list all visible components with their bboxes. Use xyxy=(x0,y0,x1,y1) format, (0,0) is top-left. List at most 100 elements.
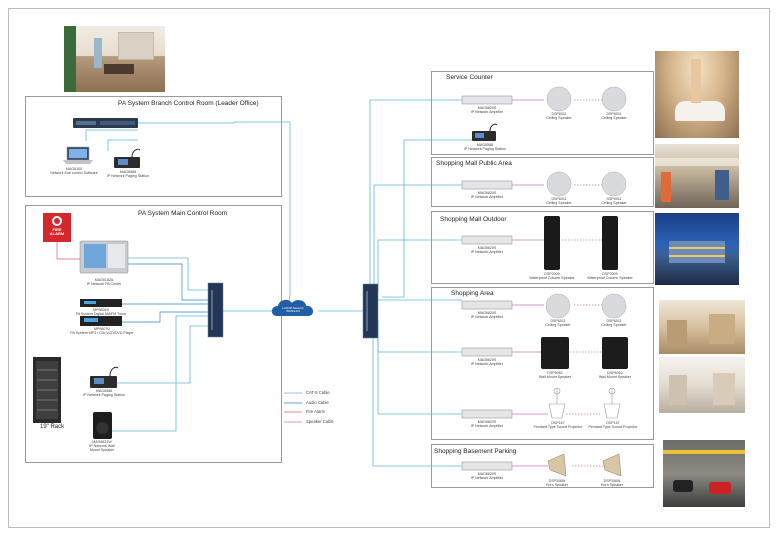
zone-title: Shopping Basement Parking xyxy=(434,448,517,455)
label-line: Pendant Type Sound Projector xyxy=(588,425,638,430)
label-line: IP Network Amplifier xyxy=(470,250,504,255)
zone-title: Shopping Mall Public Area xyxy=(436,160,512,167)
cat5-line xyxy=(377,328,462,415)
amp-label: MAG6820S IP Network Amplifier xyxy=(462,311,512,319)
cat5-line xyxy=(128,257,210,291)
legend-fire: Fire Alarm xyxy=(306,409,326,414)
pendant-top xyxy=(608,387,616,395)
label-line: Pendant Type Sound Projector xyxy=(533,425,583,430)
service-counter-photo xyxy=(655,51,739,138)
laptop-label: MAG6100 Network Sub control Software xyxy=(44,167,104,175)
speaker-label: DSP6011 Ceiling Speaker xyxy=(594,319,634,327)
label-line: IP Network Amplifier xyxy=(470,476,504,481)
label-line: PA System MP3 / CD/ VCD/DVD Player xyxy=(70,331,134,336)
label-line: IP Network Amplifier xyxy=(470,424,504,429)
speaker-cables xyxy=(512,99,604,467)
label-line: DSP6011 xyxy=(550,319,566,323)
label-line: DSP6011 xyxy=(551,112,567,116)
speaker-label: DSP2009 Waterproof Column Speaker xyxy=(582,272,638,280)
amp-label: MAG6820S IP Network Amplifier xyxy=(462,106,512,114)
branch-control-room-panel: PA System Branch Control Room (Leader Of… xyxy=(25,96,282,197)
label-line: MAG6820S xyxy=(477,358,497,362)
ceiling-speakers xyxy=(545,86,627,319)
label-line: Ceiling Speaker xyxy=(546,201,572,206)
zone-switch-device xyxy=(362,283,379,339)
network-cloud-icon xyxy=(271,299,314,316)
label-line: Ceiling Speaker xyxy=(601,201,627,206)
branch-switch-device xyxy=(73,118,138,128)
label-line: MP9807U xyxy=(94,327,110,331)
label-line: MAG6820S xyxy=(477,191,497,195)
ceiling-speaker-icon xyxy=(546,171,572,197)
ceiling-speaker-icon xyxy=(601,86,627,112)
shopping-area-photo-1 xyxy=(659,300,745,354)
speaker-label: DSP6011 Ceiling Speaker xyxy=(594,112,634,120)
label-line: IP Network Amplifier xyxy=(470,110,504,115)
label-line: MAG6182A xyxy=(94,278,114,282)
label-line: MAG6100 xyxy=(65,167,83,171)
column-speakers xyxy=(544,216,618,270)
label-line: Waterproof Column Speaker xyxy=(587,276,633,281)
fire-alarm-icon xyxy=(43,213,71,242)
label-line: MP9826S xyxy=(93,308,109,312)
label-line: IP Network Amplifier xyxy=(470,315,504,320)
label-line: MAG6831W xyxy=(92,440,112,444)
zone-title: Service Counter xyxy=(446,74,493,81)
ceiling-speaker-icon xyxy=(601,171,627,197)
column-speaker-icon xyxy=(602,216,618,270)
label-line: PA System Digital AM/FM Tuner xyxy=(75,312,127,317)
cat5-lines xyxy=(85,99,472,467)
cat5-line xyxy=(234,121,291,309)
shopping-area-photo-2 xyxy=(659,357,745,413)
label-line: IP Network Wall xyxy=(89,444,115,449)
rack-label: 19" Rack xyxy=(40,424,65,430)
paging-station-icon xyxy=(114,148,141,168)
label-line: Horn Speaker xyxy=(600,483,624,488)
cat5-line xyxy=(377,239,462,292)
zone-paging-station-icon xyxy=(472,123,498,141)
office-photo xyxy=(64,26,165,92)
label-line: Mount Speaker xyxy=(89,448,115,453)
label-line: MAG6588 xyxy=(95,389,113,393)
cat5-line xyxy=(369,99,462,290)
label-line: IP Network Amplifier xyxy=(470,362,504,367)
legend-speaker: Speaker Cable xyxy=(306,419,334,424)
wall-mount-speaker-icon xyxy=(602,337,628,369)
label-line: IP Network Paging Station xyxy=(83,393,125,398)
player-label: MP9807U PA System MP3 / CD/ VCD/DVD Play… xyxy=(66,327,138,335)
fire-text-2: ALARM xyxy=(49,231,65,237)
audio-line xyxy=(122,311,208,323)
mp3-player-device xyxy=(80,316,122,326)
main-switch-device xyxy=(207,282,224,338)
label-line: DSP167 xyxy=(606,421,620,425)
label-line: Ceiling Speaker xyxy=(601,323,627,328)
am-fm-tuner-device xyxy=(80,299,122,307)
audio-lines xyxy=(122,263,208,323)
label-line: Waterproof Column Speaker xyxy=(529,276,575,281)
cat5-line xyxy=(138,122,235,124)
outer-frame xyxy=(8,8,770,528)
amplifier-device xyxy=(461,235,513,245)
main-paging-label: MAG6588 IP Network Paging Station xyxy=(76,389,132,397)
zone-title: Shopping Mall Outdoor xyxy=(440,216,507,223)
cat5-line xyxy=(372,332,462,467)
main-title: PA System Main Control Room xyxy=(138,210,228,217)
label-line: MAG6820S xyxy=(477,472,497,476)
amplifier-device xyxy=(461,95,513,105)
wall-mount-speakers xyxy=(541,337,628,369)
speaker-label: DSP306W Horn Speaker xyxy=(592,479,632,487)
legend-audio: Audio Cable xyxy=(306,400,329,405)
amp-label: MAG6820S IP Network Amplifier xyxy=(462,420,512,428)
amp-label: MAG6820S IP Network Amplifier xyxy=(462,358,512,366)
main-paging-station-icon xyxy=(90,366,119,388)
label-line: Wall Mount Speaker xyxy=(538,375,572,380)
label-line: DSP6011 xyxy=(606,319,622,323)
pendant-speaker-icon xyxy=(548,403,566,419)
amplifier-device xyxy=(461,180,513,190)
label-line: MAG6820S xyxy=(477,311,497,315)
label-line: MAG6820S xyxy=(477,246,497,250)
label-line: Ceiling Speaker xyxy=(545,323,571,328)
label-line: DSP6011 xyxy=(606,197,622,201)
cat5-line xyxy=(112,315,208,432)
